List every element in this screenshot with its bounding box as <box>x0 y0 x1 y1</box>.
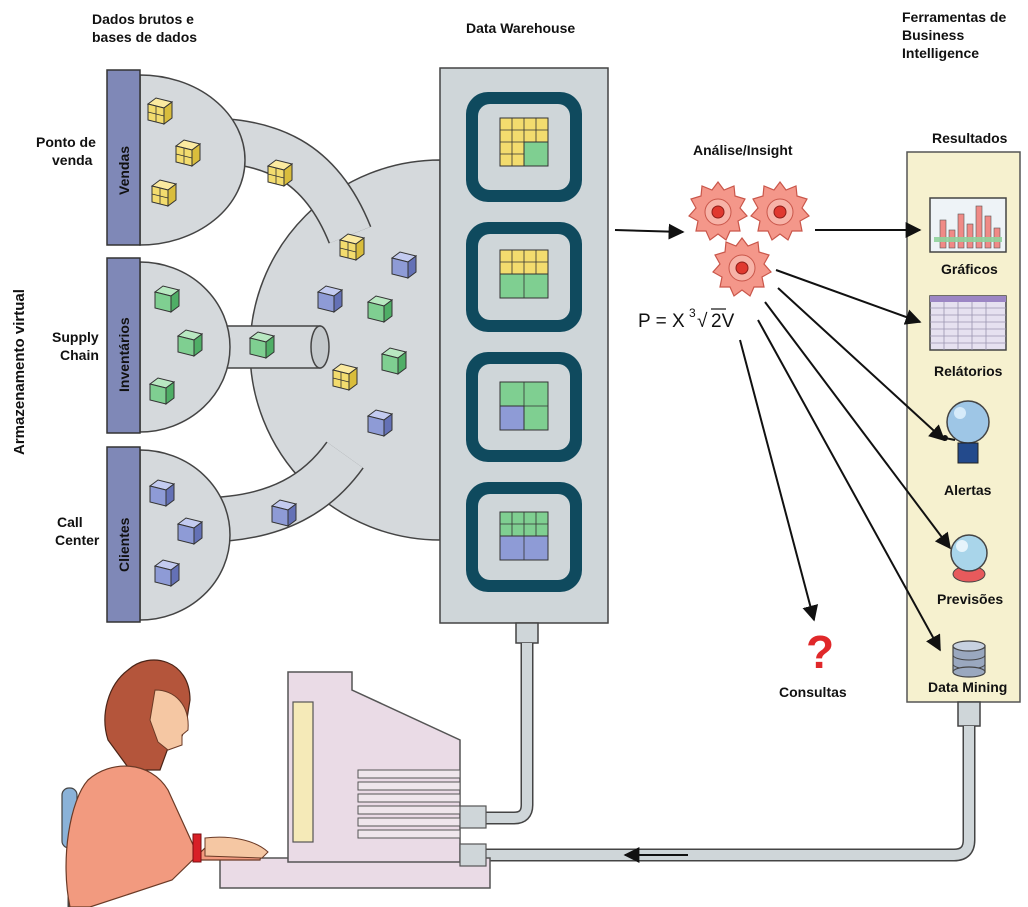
formula-root: √ <box>697 311 708 332</box>
formula-suffix: 2V <box>711 311 735 332</box>
warehouse-slot-1[interactable] <box>466 92 582 202</box>
source-tab-label: Vendas <box>116 146 132 195</box>
raw-data-header-line1: Dados brutos e <box>92 11 194 27</box>
formula: P = X 3 √ 2V <box>638 306 735 332</box>
formula-exponent: 3 <box>689 306 696 320</box>
virtual-storage-label: Armazenamento virtual <box>11 289 28 455</box>
result-label: Relátorios <box>934 363 1003 379</box>
source-side-label-line2: Chain <box>60 347 99 363</box>
result-label: Gráficos <box>941 261 998 277</box>
formula-prefix: P = X <box>638 311 685 332</box>
question-mark-icon: ? <box>806 626 834 678</box>
warehouse-slot-2[interactable] <box>466 222 582 332</box>
queries-label: Consultas <box>779 684 847 700</box>
result-label: Previsões <box>937 591 1003 607</box>
warehouse-slot-4[interactable] <box>466 482 582 592</box>
source-tab-label: Clientes <box>116 517 132 572</box>
result-label: Alertas <box>944 482 992 498</box>
flow-arrows <box>614 222 951 652</box>
result-graficos[interactable]: Gráficos <box>929 197 1007 277</box>
report-table-icon <box>929 295 1007 351</box>
source-side-label-line2: venda <box>52 152 93 168</box>
source-side-label-line2: Center <box>55 532 100 548</box>
source-tab-label: Inventários <box>116 317 132 392</box>
analysis-gears-icon <box>688 181 810 297</box>
result-previsoes[interactable]: Previsões <box>937 534 1003 607</box>
raw-data-header-line2: bases de dados <box>92 29 197 45</box>
crystal-ball-icon <box>950 534 988 583</box>
terminal-computer <box>219 671 491 889</box>
source-tab-inventarios[interactable]: Inventários <box>106 257 141 434</box>
bi-tools-header-line2: Business <box>902 27 964 43</box>
source-side-label-line1: Supply <box>52 329 99 345</box>
alarm-bell-icon <box>942 400 990 464</box>
source-tab-clientes[interactable]: Clientes <box>106 446 141 623</box>
result-data-mining[interactable]: Data Mining <box>928 640 1007 695</box>
result-alertas[interactable]: Alertas <box>942 400 992 498</box>
bar-chart-icon <box>929 197 1007 253</box>
database-icon <box>952 640 986 678</box>
result-label: Data Mining <box>928 679 1007 695</box>
results-header: Resultados <box>932 130 1008 146</box>
warehouse-slot-3[interactable] <box>466 352 582 462</box>
source-side-label-line1: Call <box>57 514 83 530</box>
source-side-label-line1: Ponto de <box>36 134 96 150</box>
bi-tools-header-line3: Intelligence <box>902 45 979 61</box>
source-tab-vendas[interactable]: Vendas <box>106 69 141 246</box>
bi-tools-header-line1: Ferramentas de <box>902 9 1006 25</box>
user-person-illustration <box>61 659 269 907</box>
data-warehouse-header: Data Warehouse <box>466 20 575 36</box>
result-relatorios[interactable]: Relátorios <box>929 295 1007 379</box>
queries[interactable]: ? Consultas <box>779 626 847 700</box>
analysis-header: Análise/Insight <box>693 142 793 158</box>
network-cables <box>486 643 976 863</box>
